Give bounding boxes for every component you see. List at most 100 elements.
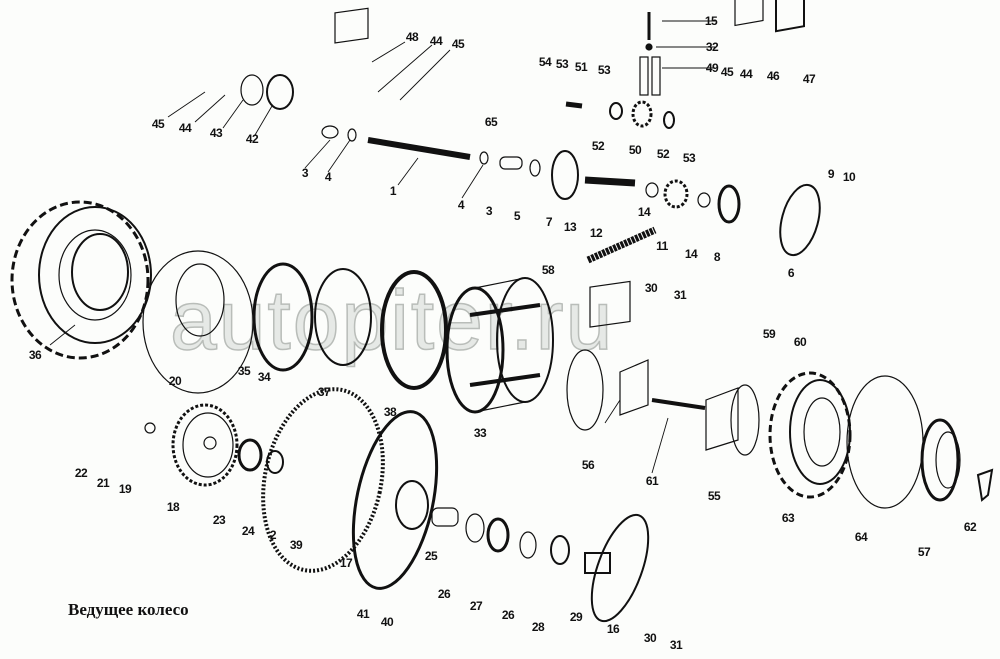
callout-62: 62 bbox=[963, 520, 977, 534]
callout-2: 2 bbox=[269, 528, 277, 542]
callout-63: 63 bbox=[781, 511, 795, 525]
sprocket-18 bbox=[171, 403, 239, 487]
inner-tube-35 bbox=[142, 250, 254, 394]
callout-42: 42 bbox=[245, 132, 259, 146]
callout-38: 38 bbox=[383, 405, 397, 419]
hub-55 bbox=[705, 384, 760, 456]
callout-41: 41 bbox=[356, 607, 370, 621]
callout-44: 44 bbox=[739, 67, 753, 81]
shaft-1 bbox=[367, 137, 471, 160]
callout-30: 30 bbox=[643, 631, 657, 645]
callout-30: 30 bbox=[644, 281, 658, 295]
callout-8: 8 bbox=[713, 250, 721, 264]
callout-19: 19 bbox=[118, 482, 132, 496]
callout-44: 44 bbox=[429, 34, 443, 48]
chain-12 bbox=[586, 226, 657, 264]
sprocket-50 bbox=[631, 100, 653, 128]
callout-3: 3 bbox=[485, 204, 493, 218]
callout-11: 11 bbox=[656, 239, 668, 253]
callout-5: 5 bbox=[513, 209, 521, 223]
callout-65: 65 bbox=[484, 115, 498, 129]
cover-6 bbox=[779, 183, 821, 257]
callout-6: 6 bbox=[787, 266, 795, 280]
sprocket-11 bbox=[663, 179, 689, 209]
seal-28 bbox=[550, 535, 570, 565]
callout-61: 61 bbox=[645, 474, 659, 488]
pin-51 bbox=[565, 101, 583, 109]
inner-tube-64 bbox=[846, 375, 924, 509]
callout-4: 4 bbox=[324, 170, 332, 184]
callout-60: 60 bbox=[793, 335, 807, 349]
snap-ring-26b bbox=[519, 531, 537, 559]
callout-64: 64 bbox=[854, 530, 868, 544]
callout-32: 32 bbox=[705, 40, 719, 54]
hub-56 bbox=[566, 280, 649, 431]
rim-57 bbox=[920, 418, 961, 502]
callout-4: 4 bbox=[457, 198, 465, 212]
valve-62 bbox=[976, 468, 994, 502]
callout-17: 17 bbox=[339, 556, 353, 570]
callout-56: 56 bbox=[581, 458, 595, 472]
gasket-47 bbox=[775, 0, 805, 33]
callout-28: 28 bbox=[531, 620, 545, 634]
bearing-23 bbox=[237, 438, 263, 472]
callout-52: 52 bbox=[591, 139, 605, 153]
callout-49: 49 bbox=[705, 61, 719, 75]
lock-ring-37 bbox=[314, 268, 372, 366]
callout-1: 1 bbox=[389, 184, 397, 198]
callout-31: 31 bbox=[673, 288, 687, 302]
callout-7: 7 bbox=[545, 215, 553, 229]
callout-35: 35 bbox=[237, 364, 251, 378]
bearing-27 bbox=[486, 517, 510, 553]
callout-22: 22 bbox=[74, 466, 88, 480]
flange-16 bbox=[584, 513, 650, 623]
callout-53: 53 bbox=[597, 63, 611, 77]
callout-29: 29 bbox=[569, 610, 583, 624]
callout-31: 31 bbox=[669, 638, 683, 652]
gasket-42 bbox=[266, 74, 294, 110]
callout-50: 50 bbox=[628, 143, 642, 157]
callout-57: 57 bbox=[917, 545, 931, 559]
rim-drum-33 bbox=[445, 277, 554, 414]
cover-46 bbox=[734, 0, 764, 27]
callout-54: 54 bbox=[538, 55, 552, 69]
tire-right-63 bbox=[768, 371, 852, 499]
callout-59: 59 bbox=[762, 327, 776, 341]
flange-7 bbox=[551, 150, 579, 200]
callout-24: 24 bbox=[241, 524, 255, 538]
bracket-49 bbox=[639, 56, 661, 96]
callout-45: 45 bbox=[151, 117, 165, 131]
gasket-39 bbox=[261, 387, 385, 573]
callout-12: 12 bbox=[589, 226, 603, 240]
figure-caption: Ведущее колесо bbox=[68, 600, 189, 619]
callout-45: 45 bbox=[720, 65, 734, 79]
callout-53: 53 bbox=[682, 151, 696, 165]
callout-23: 23 bbox=[212, 513, 226, 527]
callout-33: 33 bbox=[473, 426, 487, 440]
callout-44: 44 bbox=[178, 121, 192, 135]
callout-46: 46 bbox=[766, 69, 780, 83]
callout-45: 45 bbox=[451, 37, 465, 51]
callout-39: 39 bbox=[289, 538, 303, 552]
callout-16: 16 bbox=[606, 622, 620, 636]
callout-37: 37 bbox=[317, 385, 331, 399]
callout-40: 40 bbox=[380, 615, 394, 629]
bushing-25 bbox=[431, 507, 459, 527]
callout-55: 55 bbox=[707, 489, 721, 503]
callout-21: 21 bbox=[96, 476, 110, 490]
callout-14: 14 bbox=[684, 247, 698, 261]
callout-10: 10 bbox=[842, 170, 856, 184]
callout-15: 15 bbox=[704, 14, 718, 28]
callout-18: 18 bbox=[166, 500, 180, 514]
callout-14: 14 bbox=[637, 205, 651, 219]
rim-ring-38 bbox=[380, 270, 448, 390]
callout-51: 51 bbox=[574, 60, 588, 74]
callout-36: 36 bbox=[28, 348, 42, 362]
callout-27: 27 bbox=[469, 599, 483, 613]
callout-25: 25 bbox=[424, 549, 438, 563]
callout-53: 53 bbox=[555, 57, 569, 71]
callout-13: 13 bbox=[563, 220, 577, 234]
callout-20: 20 bbox=[168, 374, 182, 388]
callout-43: 43 bbox=[209, 126, 223, 140]
